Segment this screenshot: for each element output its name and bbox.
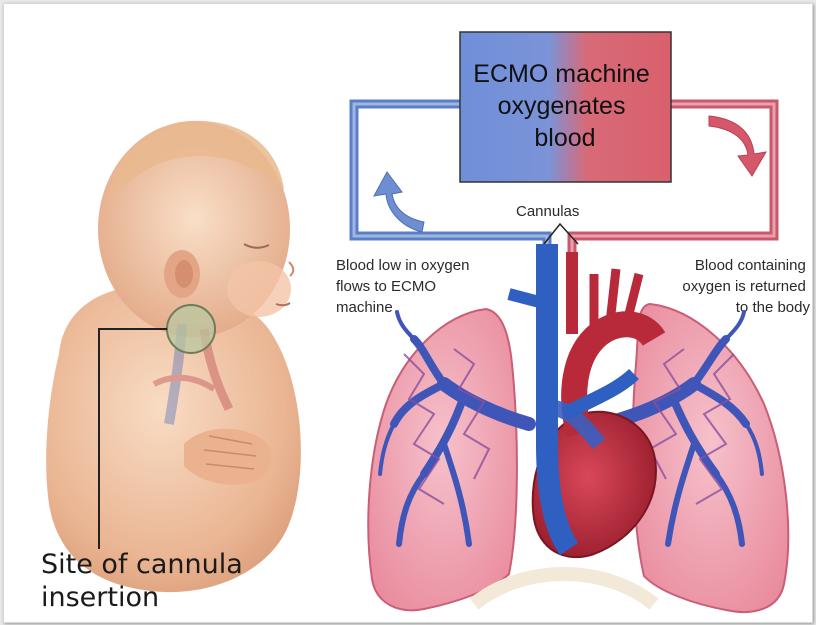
oxygenated-flow-arrow bbox=[709, 116, 766, 176]
cannulas-label: Cannulas bbox=[516, 203, 579, 220]
left-lung bbox=[368, 309, 517, 610]
deoxygenated-flow-label: Blood low in oxygen flows to ECMO machin… bbox=[336, 257, 474, 316]
insertion-site-marker bbox=[167, 305, 215, 353]
heart-lungs-illustration bbox=[368, 244, 788, 612]
oxygenated-flow-label: Blood containing oxygen is returned to t… bbox=[682, 257, 810, 316]
baby-cheek bbox=[227, 261, 291, 317]
ecmo-diagram: Site of cannula insertion ECMO machine o… bbox=[4, 4, 812, 622]
deoxygenated-flow-arrow bbox=[374, 172, 424, 232]
right-lung bbox=[633, 304, 789, 612]
ecmo-circuit: ECMO machine oxygenates blood Cannulas bbox=[354, 32, 774, 252]
diagram-frame: Site of cannula insertion ECMO machine o… bbox=[3, 3, 813, 623]
baby-illustration bbox=[46, 121, 301, 592]
